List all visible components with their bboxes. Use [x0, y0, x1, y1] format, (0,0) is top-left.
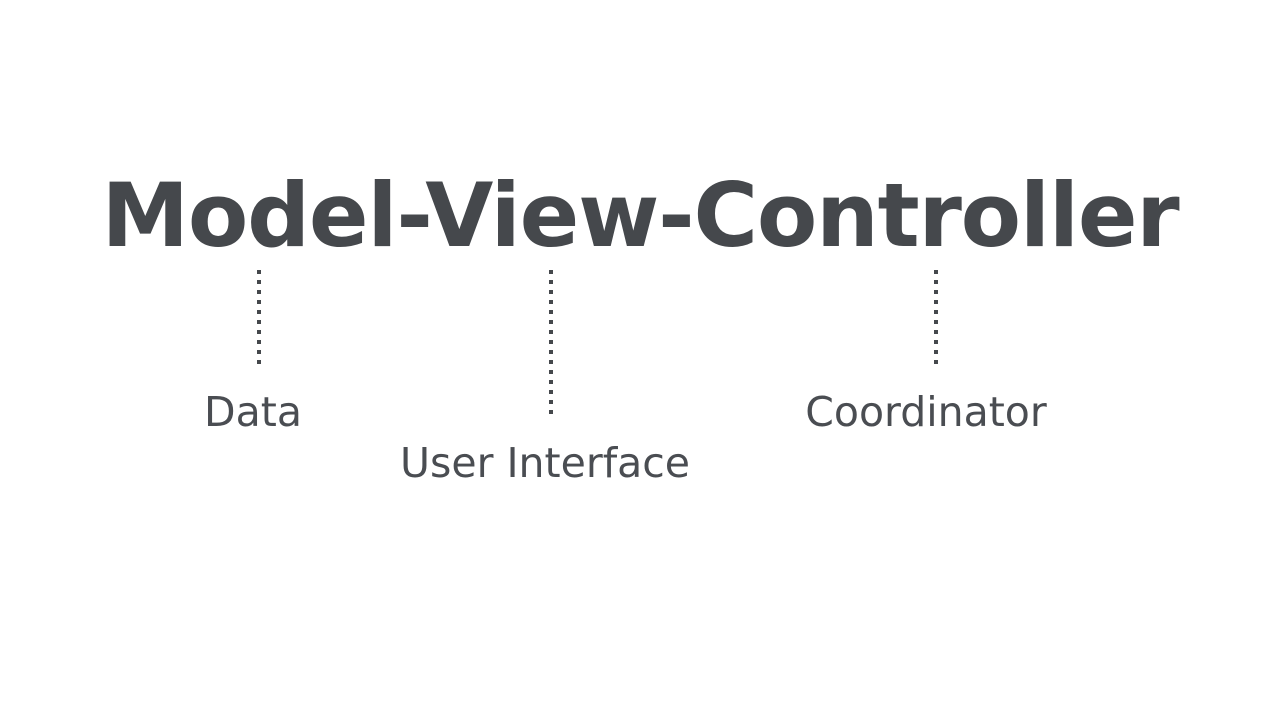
connector-line-view — [549, 270, 553, 418]
connector-line-controller — [934, 270, 938, 364]
annotation-label-controller: Coordinator — [805, 388, 1047, 436]
page-title: Model-View-Controller — [101, 164, 1179, 267]
connector-line-model — [257, 270, 261, 364]
annotation-label-view: User Interface — [399, 439, 691, 487]
annotation-label-model: Data — [204, 388, 302, 436]
